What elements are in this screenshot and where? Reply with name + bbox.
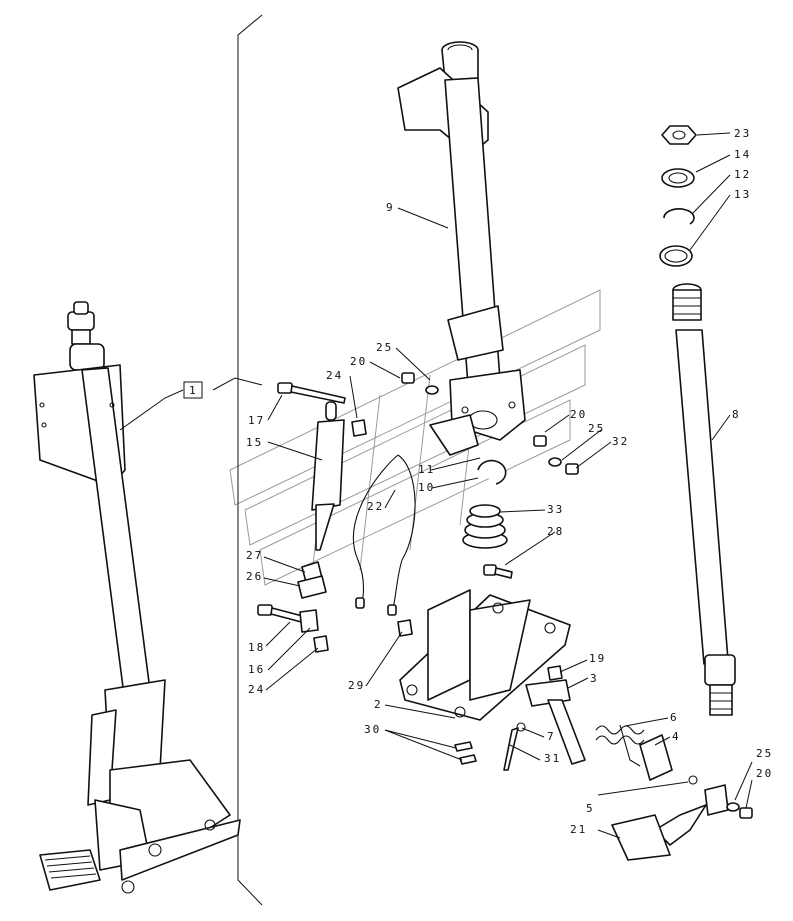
column-fasteners bbox=[401, 372, 579, 475]
pedal-assembly bbox=[454, 665, 753, 861]
strut-bolt-and-nut bbox=[277, 382, 367, 437]
steering-shaft bbox=[672, 283, 736, 716]
callout-11: 11 bbox=[418, 463, 435, 476]
callout-13: 13 bbox=[734, 188, 751, 201]
shaft-hardware-stack bbox=[659, 125, 697, 267]
callout-15: 15 bbox=[246, 436, 263, 449]
callout-16: 16 bbox=[248, 663, 265, 676]
callout-20-c: 20 bbox=[756, 767, 773, 780]
rubber-boot bbox=[462, 504, 508, 549]
callout-25-b: 25 bbox=[588, 422, 605, 435]
callout-14: 14 bbox=[734, 148, 751, 161]
callout-6: 6 bbox=[670, 711, 679, 724]
snap-ring bbox=[477, 459, 507, 485]
mounting-bracket bbox=[399, 589, 571, 721]
callout-labels: 1 2 3 4 5 6 7 8 9 10 11 12 13 14 15 16 1… bbox=[189, 127, 773, 836]
callout-32: 32 bbox=[612, 435, 629, 448]
callout-2: 2 bbox=[374, 698, 383, 711]
callout-22: 22 bbox=[367, 500, 384, 513]
callout-20-a: 20 bbox=[350, 355, 367, 368]
callout-9: 9 bbox=[386, 201, 395, 214]
divider-line bbox=[237, 14, 263, 906]
callout-30: 30 bbox=[364, 723, 381, 736]
upper-column-tube bbox=[397, 41, 526, 441]
release-cable bbox=[352, 454, 416, 616]
callout-18: 18 bbox=[248, 641, 265, 654]
callout-4: 4 bbox=[672, 730, 681, 743]
callout-3: 3 bbox=[590, 672, 599, 685]
callout-17: 17 bbox=[248, 414, 265, 427]
callout-8: 8 bbox=[732, 408, 741, 421]
callout-5: 5 bbox=[586, 802, 595, 815]
callout-12: 12 bbox=[734, 168, 751, 181]
mounting-stud bbox=[483, 564, 513, 579]
callout-33: 33 bbox=[547, 503, 564, 516]
callout-24-b: 24 bbox=[248, 683, 265, 696]
callout-28: 28 bbox=[547, 525, 564, 538]
callout-27: 27 bbox=[246, 549, 263, 562]
callout-25-a: 25 bbox=[376, 341, 393, 354]
callout-31: 31 bbox=[544, 752, 561, 765]
callout-21: 21 bbox=[570, 823, 587, 836]
assembled-steering-column bbox=[33, 301, 241, 894]
callout-29: 29 bbox=[348, 679, 365, 692]
reference-box-1 bbox=[183, 381, 203, 399]
callout-25-c: 25 bbox=[756, 747, 773, 760]
callout-1: 1 bbox=[189, 384, 198, 397]
release-lever-assembly bbox=[257, 561, 329, 653]
gas-strut bbox=[311, 401, 345, 551]
leader-lines bbox=[119, 132, 753, 839]
callout-24-a: 24 bbox=[326, 369, 343, 382]
callout-23: 23 bbox=[734, 127, 751, 140]
callout-7: 7 bbox=[547, 730, 556, 743]
callout-19: 19 bbox=[589, 652, 606, 665]
cable-nut bbox=[397, 619, 413, 637]
callout-10: 10 bbox=[418, 481, 435, 494]
callout-26: 26 bbox=[246, 570, 263, 583]
callout-20-b: 20 bbox=[570, 408, 587, 421]
